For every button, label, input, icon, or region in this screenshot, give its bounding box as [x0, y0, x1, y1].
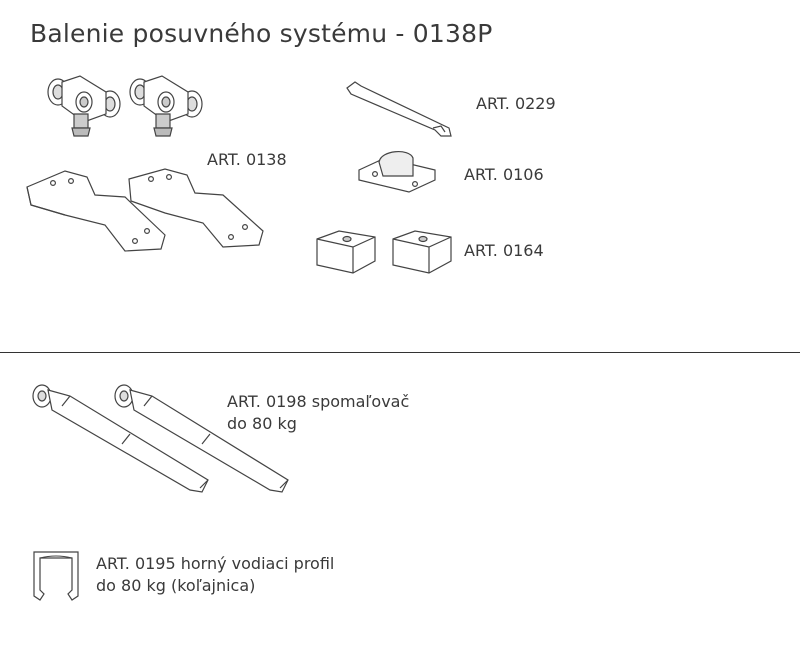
art-0195-label-line1: ART. 0195 horný vodiaci profil — [96, 554, 335, 573]
floor-guide-icon — [357, 148, 437, 193]
page-title: Balenie posuvného systému - 0138P — [30, 19, 493, 48]
art-0198-label-line2: do 80 kg — [227, 414, 297, 433]
roller-carriage-pair-icon — [40, 70, 215, 145]
art-0195-label-line2: do 80 kg (koľajnica) — [96, 576, 256, 595]
art-0164-label: ART. 0164 — [464, 241, 544, 260]
art-0198-label-line1: ART. 0198 spomaľovač — [227, 392, 410, 411]
section-divider — [0, 352, 800, 353]
rail-profile-icon — [30, 548, 82, 602]
mounting-bracket-pair-icon — [25, 165, 270, 260]
art-0229-label: ART. 0229 — [476, 94, 556, 113]
guide-plate-icon — [345, 80, 455, 138]
end-stop-pair-icon — [313, 225, 459, 277]
art-0138-label: ART. 0138 — [207, 150, 287, 169]
art-0106-label: ART. 0106 — [464, 165, 544, 184]
soft-close-damper-pair-icon — [30, 382, 292, 500]
